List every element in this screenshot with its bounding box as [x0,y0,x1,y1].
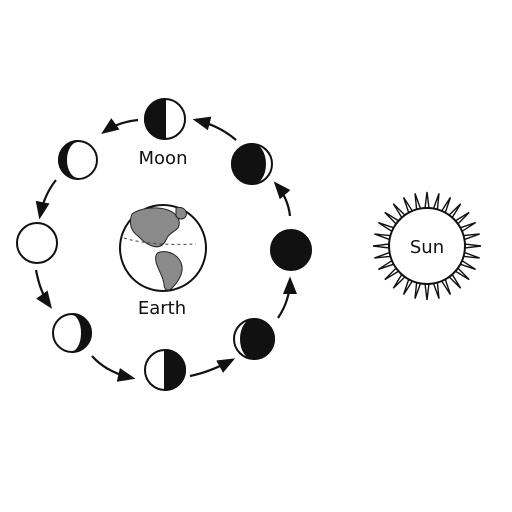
moon-phases [16,97,312,392]
orbit-arrow [189,358,236,378]
orbit-arrow [273,181,292,217]
orbit-arrow [35,179,57,220]
continent-south-america [155,251,183,291]
moon-new [270,229,312,271]
moon-waxing-crescent [231,142,273,186]
moon-third-quarter [144,348,186,392]
sun [372,191,482,301]
orbit-arrows [34,116,298,382]
moon-waning-crescent [233,317,275,361]
moon-full [16,222,58,264]
continent-greenland [175,207,187,220]
continent-north-america [129,207,180,248]
moon-first-quarter [144,97,186,141]
sun-label: Sun [410,237,444,258]
orbit-arrow [101,118,139,135]
earth-label: Earth [138,298,186,319]
orbit-arrow [91,355,136,382]
moon-label: Moon [139,148,188,169]
orbit-arrow [192,116,237,141]
orbit-arrow [34,269,53,309]
equator-line [123,237,197,245]
earth-globe [119,204,207,292]
moon-waning-gibbous [52,313,92,353]
orbit-arrow [277,276,298,319]
moon-waxing-gibbous [58,140,98,180]
